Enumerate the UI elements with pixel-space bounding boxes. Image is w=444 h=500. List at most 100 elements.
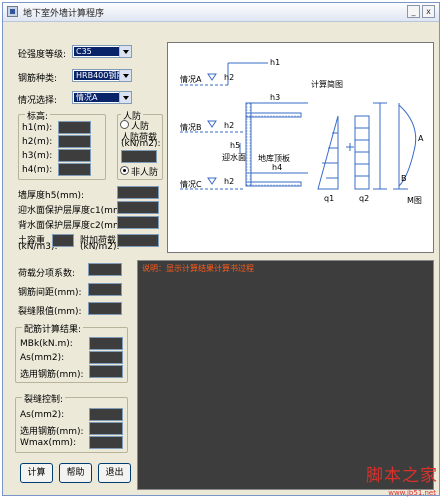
rebar-type-label: 钢筋种类: [18,74,58,84]
h2-marker-a: h2 [224,73,234,82]
crack-rebar-label: 选用钢筋(mm): [20,427,84,437]
m-diagram-label: M图 [407,196,422,205]
crack-limit-input[interactable] [88,302,122,315]
watermark-url: www.jb51.net [388,489,436,497]
water-level-icon-c [207,177,217,185]
output-heading: 说明：显示计算结果计算书过程 [142,264,254,273]
case-c-label: 情况C [180,179,202,189]
h1-label: h1(m): [22,123,53,133]
crack-limit-label: 裂缝限值(mm): [18,307,82,317]
floor-top-label: 地库顶板 [258,153,290,163]
case-b-label: 情况B [180,122,202,132]
crack-as-label: As(mm2): [20,410,65,420]
h4-label: h4(m): [22,165,53,175]
app-icon [7,6,18,17]
base-slab [245,181,302,187]
wall-thickness-label: 墙厚度h5(mm): [18,191,85,201]
h2-label: h2(m): [22,137,53,147]
h1-marker: h1 [270,58,280,67]
crack-group-title: 裂缝控制: [22,392,66,405]
water-level-icon-b [207,120,217,128]
civil-defense-title: 人防 [121,109,144,122]
rebar-type-select[interactable]: HRB400钢筋 [72,69,132,82]
concrete-grade-label: 砼强度等级: [18,50,67,60]
chevron-down-icon[interactable] [119,46,131,57]
help-button[interactable]: 帮助 [59,463,92,483]
calc-diagram-label: 计算简图 [311,79,343,89]
result-group: 配筋计算结果: [15,322,128,383]
h2-input[interactable] [58,135,91,148]
exit-button[interactable]: 退出 [98,463,131,483]
calculate-button[interactable]: 计算 [20,463,53,483]
water-side-label: 迎水面 [222,152,246,162]
structure-diagram: 情况A 情况B 情况C h1 h2 h2 h2 h3 h4 h5 迎水面 地库顶… [167,42,434,253]
as-output [89,351,123,364]
rebar-choice-output [89,365,123,378]
h1-input[interactable] [58,121,91,134]
window-title: 地下室外墙计算程序 [23,9,105,19]
mbk-output [89,337,123,350]
wmax-label: Wmax(mm): [20,438,77,448]
h4-marker: h4 [272,163,282,172]
extra-load-unit: (kN/m2): [80,242,120,252]
diagram-svg: 情况A 情况B 情况C h1 h2 h2 h2 h3 h4 h5 迎水面 地库顶… [180,58,424,205]
extra-load-label: 附加荷载 [80,236,117,246]
roof-slab [245,112,302,118]
cover-out-label: 背水面保护层厚度c2(mm): [18,221,129,231]
civil-defense-radio[interactable] [120,120,129,129]
mbk-label: MBk(kN.m): [20,339,73,349]
point-a-label: A [418,134,424,143]
h3-label: h3(m): [22,151,53,161]
q2-label: q2 [359,194,369,203]
h2-marker-b: h2 [224,121,234,130]
condition-value: 情况A [74,93,119,102]
h5-marker: h5 [230,141,240,150]
watermark-text: 脚本之家 [366,466,438,486]
civil-defense-option: 人防 [131,122,150,132]
concrete-grade-value: C35 [74,47,119,56]
civil-defense-load-unit: (kN/m2): [121,139,161,149]
non-civil-defense-option: 非人防 [131,168,159,178]
h4-input[interactable] [58,163,91,176]
cover-in-input[interactable] [117,201,159,214]
condition-select[interactable]: 情况A [72,91,132,104]
rebar-spacing-label: 钢筋间距(mm): [18,288,82,298]
soil-weight-unit: (kN/m3): [18,242,58,252]
extra-load-input[interactable] [117,234,159,247]
point-b-label: B [401,174,407,183]
elevation-group-title: 标高: [25,109,51,122]
cover-in-label: 迎水面保护层厚度c1(mm): [18,206,129,216]
rebar-spacing-input[interactable] [88,283,122,296]
chevron-down-icon[interactable] [119,70,131,81]
diagram-labels: 情况A 情况B 情况C h1 h2 h2 h2 h3 h4 h5 迎水面 地库顶… [180,58,424,205]
title-bar: 地下室外墙计算程序 _ x [3,3,439,22]
elevation-group: 标高: [18,109,106,180]
load-factor-input[interactable] [88,263,122,276]
chevron-down-icon[interactable] [119,92,131,103]
close-button[interactable]: x [422,5,435,18]
load-factor-label: 荷载分项系数: [18,269,76,279]
non-civil-defense-radio[interactable] [120,166,129,175]
moment-curve [398,104,417,187]
h3-marker: h3 [270,93,280,102]
as-label: As(mm2): [20,353,65,363]
rebar-choice-label: 选用钢筋(mm): [20,370,84,380]
minimize-button[interactable]: _ [407,5,420,18]
rebar-type-value: HRB400钢筋 [74,71,119,80]
civil-defense-load-input[interactable] [121,150,157,163]
soil-weight-label: 土容重 [18,236,46,246]
crack-group: 裂缝控制: [15,392,128,453]
case-a-label: 情况A [180,74,202,84]
crack-rebar-output [89,422,123,435]
wall-thickness-input[interactable] [117,186,159,199]
concrete-grade-select[interactable]: C35 [72,45,132,58]
wmax-output [89,436,123,449]
output-area[interactable]: 说明：显示计算结果计算书过程 [137,260,434,490]
h2-marker-c: h2 [224,177,234,186]
water-level-icon-a [207,73,217,81]
cover-out-input[interactable] [117,216,159,229]
q1-label: q1 [324,194,334,203]
h3-input[interactable] [58,149,91,162]
soil-weight-input[interactable] [52,234,74,247]
result-group-title: 配筋计算结果: [22,322,84,335]
